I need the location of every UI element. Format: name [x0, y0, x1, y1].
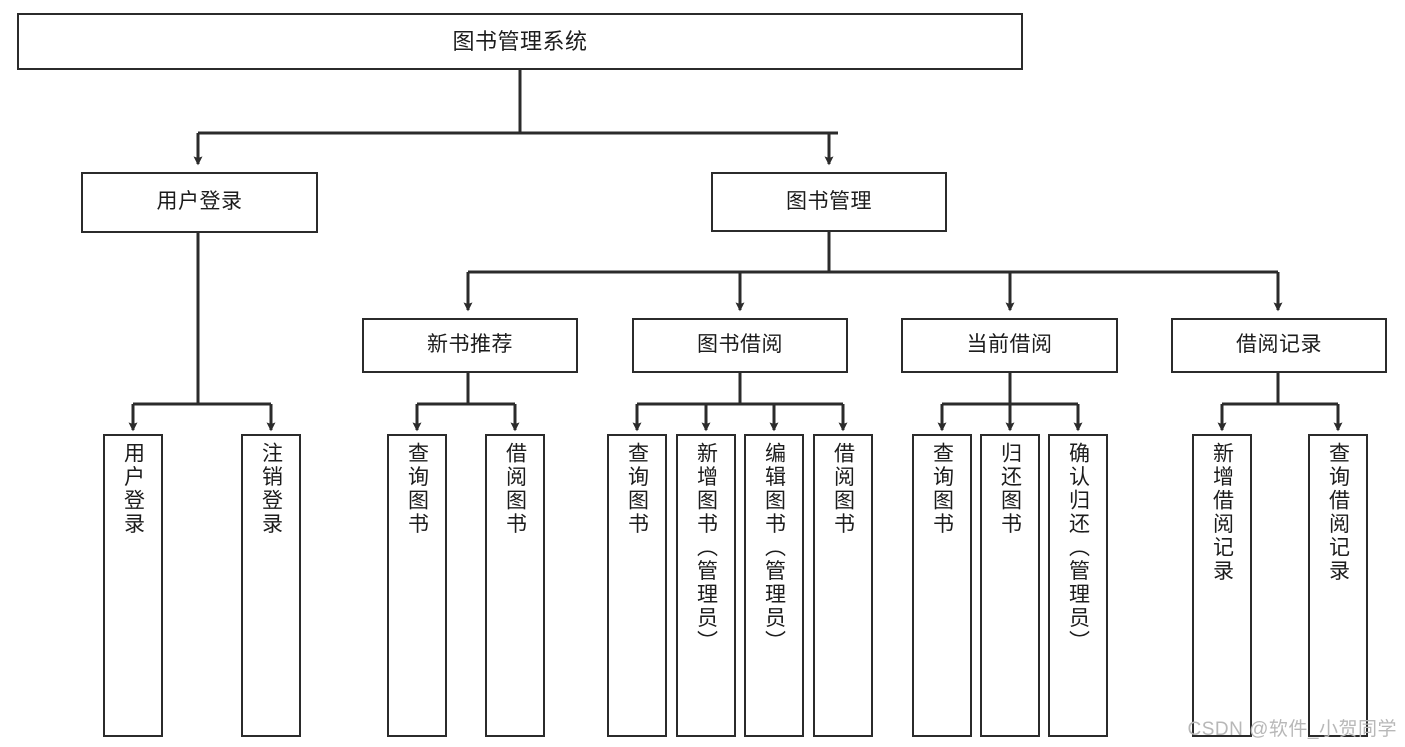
leaf-user-login[interactable]: 用户登录	[103, 434, 163, 737]
node-label: 查询借阅记录	[1326, 442, 1350, 583]
node-label: 图书管理	[786, 189, 872, 213]
csdn-watermark: CSDN @软件_小贺同学	[1187, 719, 1397, 740]
node-label: 用户登录	[121, 442, 145, 536]
leaf-bb-borrow-book[interactable]: 借阅图书	[813, 434, 873, 737]
leaf-nb-borrow-book[interactable]: 借阅图书	[485, 434, 545, 737]
node-label: 借阅图书	[503, 442, 527, 536]
node-root-system[interactable]: 图书管理系统	[17, 13, 1023, 70]
leaf-bb-query-book[interactable]: 查询图书	[607, 434, 667, 737]
node-label: 用户登录	[156, 190, 243, 214]
node-label: 新增借阅记录	[1210, 442, 1234, 583]
leaf-bb-edit-book[interactable]: 编辑图书（管理员）	[744, 434, 804, 737]
node-label: 归还图书	[998, 442, 1022, 536]
leaf-cb-confirm-return[interactable]: 确认归还（管理员）	[1048, 434, 1108, 737]
node-label: 编辑图书（管理员）	[762, 442, 786, 654]
node-label: 当前借阅	[966, 333, 1053, 357]
node-borrow-record[interactable]: 借阅记录	[1171, 318, 1387, 373]
node-label: 查询图书	[625, 442, 649, 536]
leaf-cb-query-book[interactable]: 查询图书	[912, 434, 972, 737]
node-label: 图书借阅	[697, 333, 783, 357]
node-label: 查询图书	[405, 442, 429, 536]
leaf-nb-query-book[interactable]: 查询图书	[387, 434, 447, 737]
node-label: 新增图书（管理员）	[694, 442, 718, 654]
node-new-book-recommend[interactable]: 新书推荐	[362, 318, 578, 373]
node-label: 图书管理系统	[452, 28, 588, 54]
node-label: 查询图书	[930, 442, 954, 536]
node-current-borrow[interactable]: 当前借阅	[901, 318, 1118, 373]
leaf-logout[interactable]: 注销登录	[241, 434, 301, 737]
node-label: 确认归还（管理员）	[1066, 442, 1090, 654]
leaf-bb-add-book[interactable]: 新增图书（管理员）	[676, 434, 736, 737]
node-user-login[interactable]: 用户登录	[81, 172, 318, 233]
node-label: 借阅记录	[1236, 333, 1322, 357]
node-label: 借阅图书	[831, 442, 855, 536]
node-book-management[interactable]: 图书管理	[711, 172, 947, 232]
leaf-br-add-record[interactable]: 新增借阅记录	[1192, 434, 1252, 737]
node-label: 注销登录	[259, 442, 283, 536]
node-label: 新书推荐	[427, 333, 513, 357]
leaf-cb-return-book[interactable]: 归还图书	[980, 434, 1040, 737]
node-book-borrow[interactable]: 图书借阅	[632, 318, 848, 373]
leaf-br-query-record[interactable]: 查询借阅记录	[1308, 434, 1368, 737]
